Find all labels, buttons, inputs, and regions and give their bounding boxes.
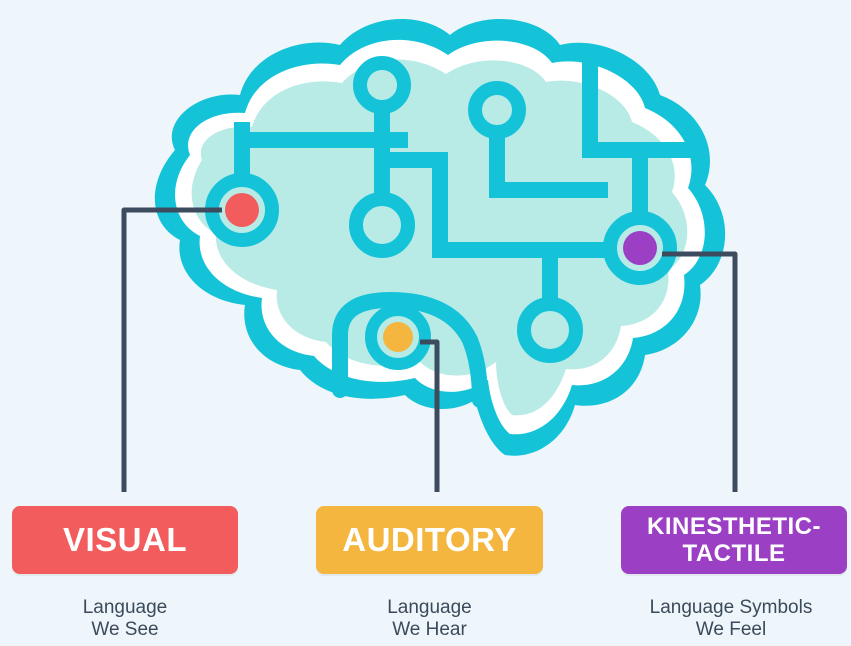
kinesthetic-label-line1: KINESTHETIC-: [647, 513, 821, 540]
kinesthetic-label-line2: TACTILE: [682, 540, 786, 567]
top-right-node: [468, 81, 526, 139]
kinesthetic-caption: Language Symbols We Feel: [611, 597, 851, 641]
visual-connector: [121, 207, 222, 492]
middle-node: [349, 192, 415, 258]
kinesthetic-connector: [662, 251, 738, 492]
visual-caption: Language We See: [12, 597, 238, 641]
connector-lines: [121, 207, 738, 492]
key-nodes: [205, 173, 677, 370]
auditory-connector: [420, 339, 440, 492]
visual-caption-line2: We See: [91, 619, 159, 640]
lower-right-node: [517, 297, 583, 363]
kinesthetic-node-dot: [623, 231, 657, 265]
kinesthetic-caption-line1: Language Symbols: [649, 597, 813, 618]
circuit-lines: [234, 62, 698, 313]
temporal-lobe-line: [332, 291, 488, 408]
auditory-caption-line1: Language: [387, 597, 472, 618]
auditory-label: AUDITORY: [342, 521, 517, 558]
auditory-caption-line2: We Hear: [392, 619, 467, 640]
visual-label-box: VISUAL: [12, 506, 238, 574]
visual-label: VISUAL: [62, 521, 187, 558]
auditory-caption: Language We Hear: [316, 597, 543, 641]
top-center-node: [353, 56, 411, 114]
visual-node-dot: [225, 193, 259, 227]
visual-caption-line1: Language: [82, 597, 168, 618]
kinesthetic-label-box: KINESTHETIC- TACTILE: [621, 506, 847, 574]
kinesthetic-caption-line2: We Feel: [695, 619, 767, 640]
auditory-node-dot: [383, 322, 413, 352]
auditory-label-box: AUDITORY: [316, 506, 543, 574]
hollow-nodes: [349, 56, 583, 363]
